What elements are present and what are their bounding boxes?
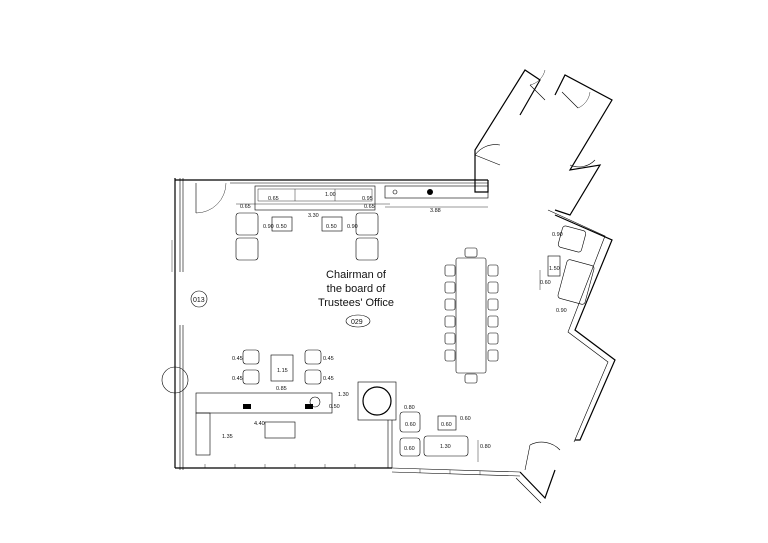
room-title-line-2: the board of [327,283,387,295]
dim-top-7: 0.50 [326,224,337,230]
visitor-chairs: 0.45 0.45 0.45 0.45 1.15 0.85 [232,349,334,392]
dim-lounge-2: 0.60 [540,280,551,286]
dim-desk-3: 1.30 [338,392,349,398]
dim-br-3: 0.60 [460,416,471,422]
dim-top-9: 0.90 [347,224,358,230]
executive-desk: 4.40 1.35 0.50 1.30 [195,392,349,456]
dim-br-2: 0.60 [404,446,415,452]
dim-top-3: 0.65 [364,204,375,210]
right-lounge: 0.90 1.50 0.60 0.90 [539,225,595,314]
dim-chairs-5: 0.85 [276,386,287,392]
dim-br-1: 0.60 [441,422,452,428]
dim-lounge-0: 0.90 [552,232,563,238]
room-tags: 013 029 [190,290,371,328]
dim-chairs-2: 0.45 [323,356,334,362]
dim-top-11: 0.95 [362,196,373,202]
dim-chairs-4: 1.15 [277,368,288,374]
dim-br-4: 1.30 [440,444,451,450]
dim-lounge-1: 1.50 [549,266,560,272]
room-tag-029: 029 [351,319,363,326]
walls [174,69,616,504]
room-title-line-1: Chairman of [326,269,387,281]
dim-lounge-3: 0.90 [556,308,567,314]
bottom-wall-ticks [204,464,481,475]
bottom-right-seating: 0.60 0.60 0.60 0.60 1.30 0.80 0.80 [399,405,491,462]
dim-top-8: 0.90 [263,224,274,230]
dim-chairs-3: 0.45 [323,376,334,382]
dim-top-10: 0.65 [268,196,279,202]
dim-top-6: 0.50 [276,224,287,230]
top-seating-group [235,185,489,261]
room-title-line-3: Trustees' Office [318,297,394,309]
dim-desk-0: 4.40 [254,421,265,427]
dim-br-0: 0.60 [405,422,416,428]
conference-table [444,247,499,384]
dim-br-5: 0.80 [404,405,415,411]
dim-top-1: 3.30 [308,213,319,219]
room-tag-013: 013 [193,297,205,304]
dim-top-0: 0.65 [240,204,251,210]
dim-chairs-0: 0.45 [232,356,243,362]
dim-desk-2: 0.50 [329,404,340,410]
dim-chairs-1: 0.45 [232,376,243,382]
dim-desk-1: 1.35 [222,434,233,440]
dim-side-board: 3.88 [430,208,441,214]
top-dimensions: 0.65 3.30 1.00 0.65 0.50 0.50 0.90 0.90 … [240,192,441,230]
dim-top-2: 1.00 [325,192,336,198]
dim-br-6: 0.80 [480,444,491,450]
round-table [357,381,397,468]
room-title: Chairman of the board of Trustees' Offic… [318,269,394,309]
